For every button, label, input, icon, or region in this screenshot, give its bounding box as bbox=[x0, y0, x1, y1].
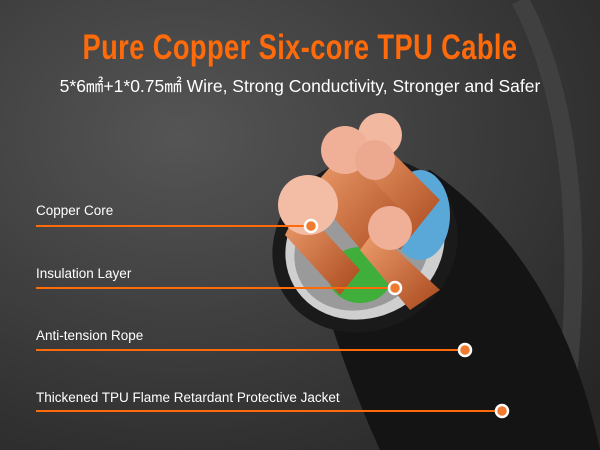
label-protective-jacket: Thickened TPU Flame Retardant Protective… bbox=[36, 390, 340, 405]
label-insulation-layer: Insulation Layer bbox=[36, 266, 132, 281]
callout-dots bbox=[303, 218, 510, 419]
subtitle: 5*6㎟+1*0.75㎟ Wire, Strong Conductivity, … bbox=[59, 76, 541, 96]
label-anti-tension-rope: Anti-tension Rope bbox=[36, 328, 144, 343]
page-title: Pure Copper Six-core TPU Cable bbox=[82, 28, 518, 67]
callout-lines bbox=[36, 225, 502, 412]
label-copper-core: Copper Core bbox=[36, 203, 114, 218]
